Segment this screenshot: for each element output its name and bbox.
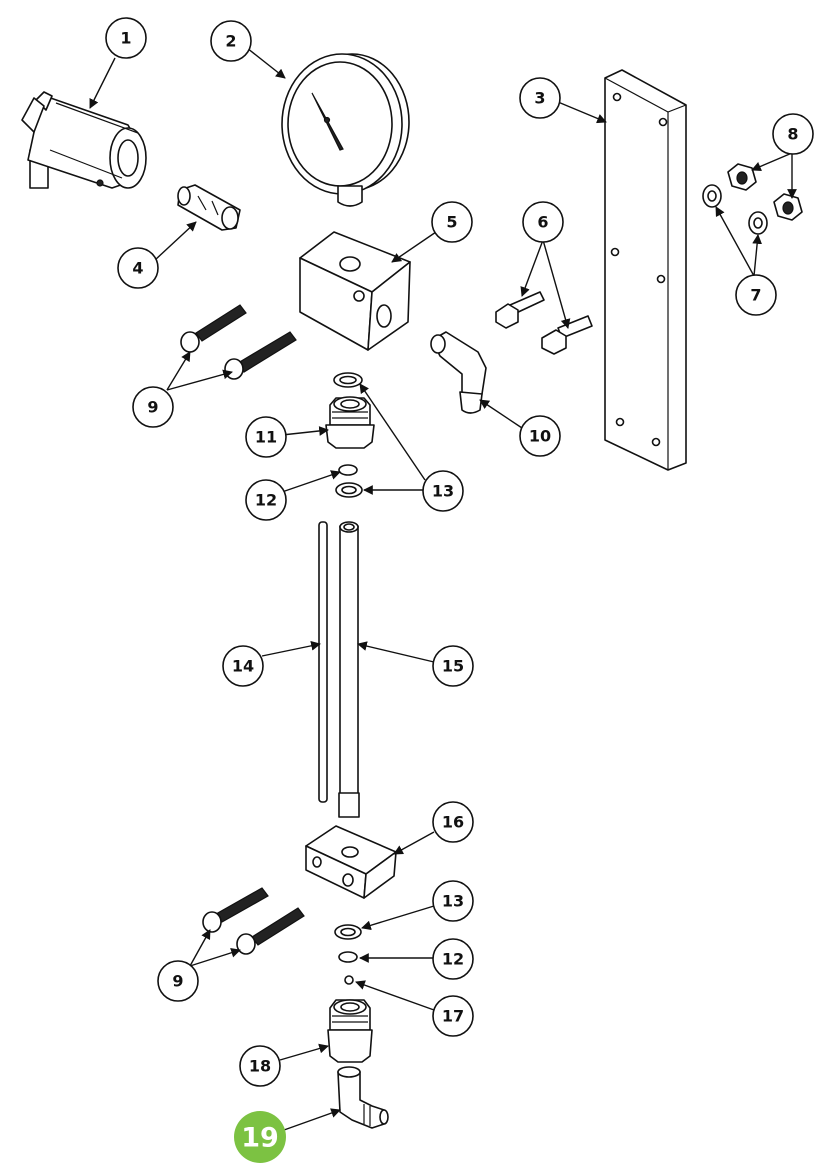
part-19-elbow-fitting xyxy=(337,1066,389,1129)
callout-14: 14 xyxy=(222,645,264,687)
part-12-o-ring-lower xyxy=(338,951,358,963)
part-13-o-ring-upper xyxy=(333,372,363,388)
callout-label: 18 xyxy=(249,1057,271,1076)
callout-6: 6 xyxy=(522,201,564,243)
callout-17: 17 xyxy=(432,995,474,1037)
callout-label: 17 xyxy=(442,1007,464,1026)
part-17-ball xyxy=(344,975,354,985)
callout-label: 16 xyxy=(442,813,464,832)
part-13-o-ring-lower xyxy=(334,924,362,940)
part-16-lower-block xyxy=(305,825,397,899)
callout-label: 4 xyxy=(132,259,143,278)
part-8-nuts xyxy=(727,163,803,221)
callout-19-highlight: 19 xyxy=(234,1111,286,1163)
part-3-mounting-plate xyxy=(604,69,687,471)
callout-10: 10 xyxy=(519,415,561,457)
callout-9-upper: 9 xyxy=(132,386,174,428)
callout-1: 1 xyxy=(105,17,147,59)
callout-15: 15 xyxy=(432,645,474,687)
callout-13-lower: 13 xyxy=(432,880,474,922)
callout-11: 11 xyxy=(245,416,287,458)
callout-label: 1 xyxy=(120,29,131,48)
callout-12-lower: 12 xyxy=(432,938,474,980)
callout-label: 13 xyxy=(432,482,454,501)
callout-16: 16 xyxy=(432,801,474,843)
part-10-elbow-fitting xyxy=(430,331,487,414)
callout-label: 6 xyxy=(537,213,548,232)
part-5-manifold-block xyxy=(299,231,411,351)
callout-label: 10 xyxy=(529,427,551,446)
callout-label: 15 xyxy=(442,657,464,676)
part-13-o-ring-middle xyxy=(335,482,363,498)
callout-3: 3 xyxy=(519,77,561,119)
callout-label: 5 xyxy=(446,213,457,232)
part-1-pressure-switch xyxy=(21,91,147,189)
callout-12-upper: 12 xyxy=(245,479,287,521)
part-18-lower-fitting xyxy=(327,999,373,1063)
part-9-cap-screws-upper xyxy=(180,304,297,380)
callout-label: 9 xyxy=(147,398,158,417)
callout-5: 5 xyxy=(431,201,473,243)
part-14-rod xyxy=(318,521,328,803)
callout-label: 11 xyxy=(255,428,277,447)
callout-label: 12 xyxy=(442,950,464,969)
callout-2: 2 xyxy=(210,20,252,62)
callout-7: 7 xyxy=(735,274,777,316)
callout-8: 8 xyxy=(772,113,814,155)
callout-4: 4 xyxy=(117,247,159,289)
part-12-o-ring-upper xyxy=(338,464,358,476)
part-2-pressure-gauge xyxy=(281,53,410,207)
part-4-adapter-fitting xyxy=(177,184,241,231)
part-9-cap-screws-lower xyxy=(202,887,305,955)
part-15-tube xyxy=(338,521,360,818)
part-11-fitting xyxy=(325,396,375,449)
callout-13-upper: 13 xyxy=(422,470,464,512)
part-6-hex-bolts xyxy=(495,291,593,355)
callout-9-lower: 9 xyxy=(157,960,199,1002)
part-7-washers xyxy=(702,184,768,235)
callout-label: 12 xyxy=(255,491,277,510)
callout-label: 13 xyxy=(442,892,464,911)
callout-label: 7 xyxy=(750,286,761,305)
callout-label: 8 xyxy=(787,125,798,144)
callout-label: 3 xyxy=(534,89,545,108)
callout-label: 14 xyxy=(232,657,254,676)
callout-18: 18 xyxy=(239,1045,281,1087)
callout-label: 19 xyxy=(241,1123,279,1154)
callout-label: 2 xyxy=(225,32,236,51)
callout-label: 9 xyxy=(172,972,183,991)
leader-lines xyxy=(89,47,797,1131)
